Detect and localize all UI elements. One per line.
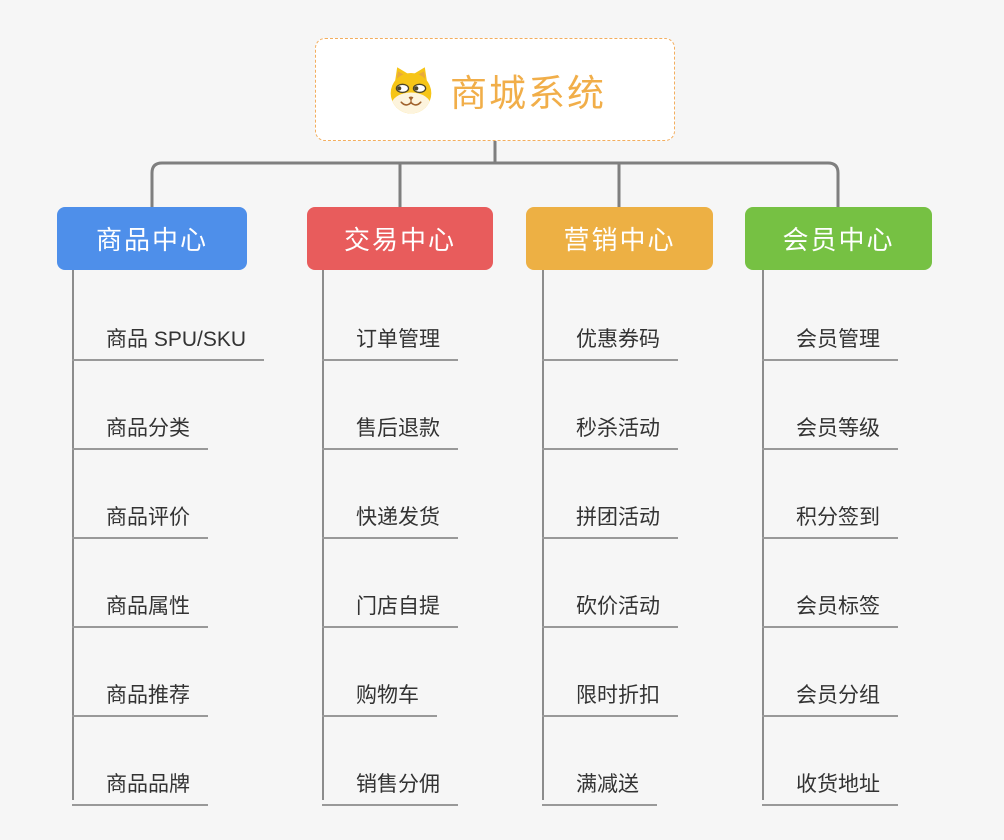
leaf-item[interactable]: 会员分组	[762, 671, 898, 717]
branch-label: 营销中心	[563, 225, 676, 255]
leaf-item[interactable]: 商品属性	[72, 582, 208, 628]
branch-trunk-line	[72, 270, 74, 800]
branch-label: 会员中心	[782, 225, 895, 255]
leaf-item[interactable]: 快递发货	[322, 493, 458, 539]
leaf-item[interactable]: 收货地址	[762, 760, 898, 806]
leaf-item[interactable]: 商品 SPU/SKU	[72, 315, 265, 361]
leaf-item[interactable]: 商品品牌	[72, 760, 208, 806]
leaf-item[interactable]: 商品分类	[72, 404, 208, 450]
branch-node-1[interactable]: 商品中心	[57, 207, 247, 270]
dog-face-icon	[384, 64, 438, 116]
branch-trunk-line	[542, 270, 544, 800]
branch-rail-line	[150, 161, 840, 207]
leaf-item[interactable]: 会员管理	[762, 315, 898, 361]
leaf-item[interactable]: 秒杀活动	[542, 404, 678, 450]
branch-trunk-line	[322, 270, 324, 800]
branch-node-2[interactable]: 交易中心	[307, 207, 493, 270]
branch-trunk-line	[762, 270, 764, 800]
root-title: 商城系统	[450, 72, 606, 114]
leaf-item[interactable]: 订单管理	[322, 315, 458, 361]
branch-label: 商品中心	[95, 225, 208, 255]
leaf-item[interactable]: 购物车	[322, 671, 437, 717]
leaf-item[interactable]: 限时折扣	[542, 671, 678, 717]
leaf-item[interactable]: 门店自提	[322, 582, 458, 628]
root-node[interactable]: 商城系统	[315, 38, 675, 141]
leaf-item[interactable]: 拼团活动	[542, 493, 678, 539]
leaf-item[interactable]: 销售分佣	[322, 760, 458, 806]
leaf-item[interactable]: 商品推荐	[72, 671, 208, 717]
branch-node-4[interactable]: 会员中心	[745, 207, 932, 270]
leaf-item[interactable]: 会员等级	[762, 404, 898, 450]
leaf-item[interactable]: 满减送	[542, 760, 657, 806]
leaf-item[interactable]: 砍价活动	[542, 582, 678, 628]
branch-label: 交易中心	[343, 225, 456, 255]
leaf-item[interactable]: 优惠券码	[542, 315, 678, 361]
leaf-item[interactable]: 会员标签	[762, 582, 898, 628]
leaf-item[interactable]: 积分签到	[762, 493, 898, 539]
leaf-item[interactable]: 商品评价	[72, 493, 208, 539]
branch-node-3[interactable]: 营销中心	[526, 207, 713, 270]
leaf-item[interactable]: 售后退款	[322, 404, 458, 450]
